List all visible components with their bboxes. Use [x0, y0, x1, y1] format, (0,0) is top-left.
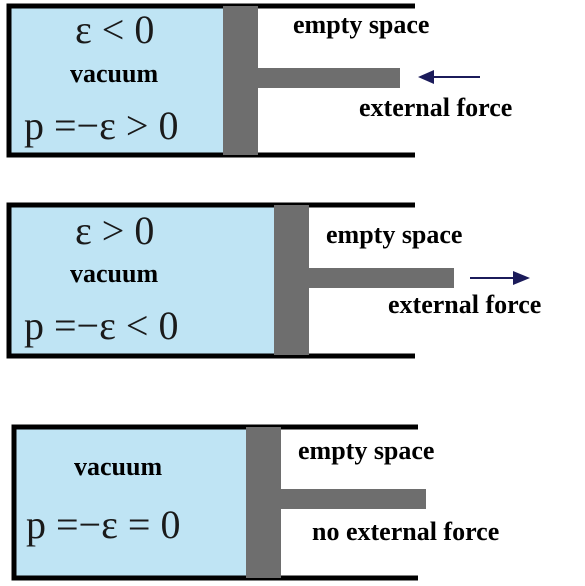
empty-space-label: empty space	[298, 436, 435, 465]
piston-rod	[258, 68, 400, 88]
energy-inequality: ε > 0	[75, 208, 155, 253]
force-arrow-left	[418, 70, 480, 84]
diagram-panel-negative-energy: ε < 0 vacuum p =−ε > 0 empty space exter…	[0, 0, 585, 170]
no-external-force-label: no external force	[312, 517, 500, 546]
diagram-panel-positive-energy: ε > 0 vacuum p =−ε < 0 empty space exter…	[0, 195, 585, 365]
vacuum-region	[9, 207, 274, 354]
pressure-equation: p =−ε > 0	[24, 103, 179, 148]
cylinder-wall	[11, 424, 418, 581]
piston-head	[223, 6, 258, 155]
cylinder-frame	[11, 424, 426, 581]
energy-inequality: ε < 0	[75, 7, 155, 52]
piston-rod	[281, 489, 426, 509]
empty-space-label: empty space	[293, 10, 430, 39]
external-force-label: external force	[388, 290, 542, 319]
cylinder-wall	[6, 202, 415, 359]
vacuum-region	[9, 6, 223, 153]
vacuum-region	[14, 429, 246, 576]
pressure-equation: p =−ε < 0	[24, 303, 179, 348]
cylinder-frame	[6, 3, 480, 158]
external-force-label: external force	[359, 93, 513, 122]
empty-space-label: empty space	[326, 220, 463, 249]
cylinder-wall	[6, 3, 415, 158]
vacuum-label: vacuum	[70, 259, 159, 288]
vacuum-label: vacuum	[74, 452, 163, 481]
diagram-panel-zero-energy: vacuum p =−ε = 0 empty space no external…	[0, 416, 585, 586]
vacuum-label: vacuum	[70, 59, 159, 88]
piston-rod	[309, 268, 454, 288]
piston-head	[246, 427, 281, 578]
pressure-equation: p =−ε = 0	[26, 502, 181, 547]
force-arrow-right	[470, 271, 530, 285]
piston-head	[274, 205, 309, 355]
cylinder-frame	[6, 202, 530, 359]
